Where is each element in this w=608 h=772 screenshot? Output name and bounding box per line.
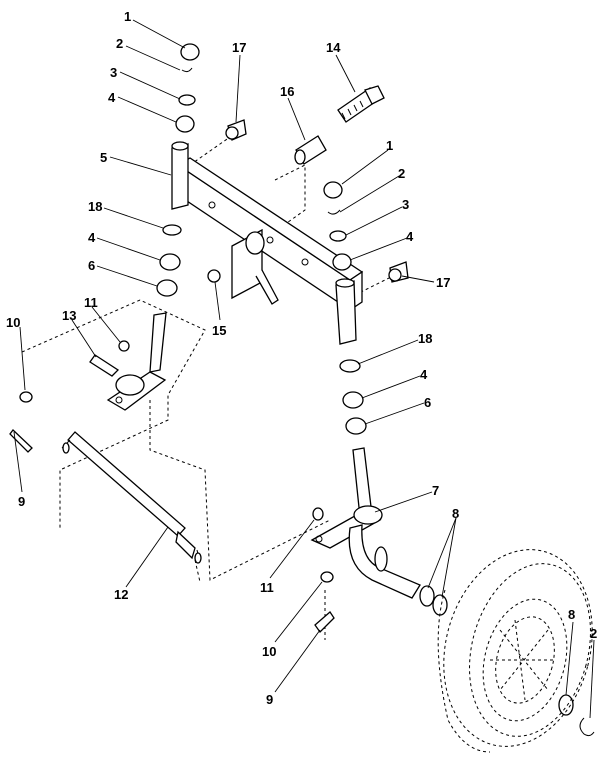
callout-6-right: 6 [424,395,431,410]
callout-8-upper: 8 [452,506,459,521]
callout-1-right: 1 [386,138,393,153]
callout-1-top-left: 1 [124,9,131,24]
callout-3-top-left: 3 [110,65,117,80]
callout-17-right: 17 [436,275,450,290]
callout-4-top-left: 4 [108,90,116,105]
callout-labels: 1 2 3 4 5 18 4 6 17 14 16 1 2 3 4 17 15 … [6,9,597,707]
right-spindle-stack [310,181,421,634]
callout-14: 14 [326,40,341,55]
callout-4-lower-right: 4 [420,367,428,382]
callout-18-left: 18 [88,199,102,214]
top-right-parts [207,85,409,283]
callout-15: 15 [212,323,226,338]
callout-4-left: 4 [88,230,96,245]
callout-18-right: 18 [418,331,432,346]
callout-8-wheel: 8 [568,607,575,622]
callout-7: 7 [432,483,439,498]
washers-8 [419,585,595,737]
callout-10-left: 10 [6,315,20,330]
callout-4-right: 4 [406,229,414,244]
callout-9-left: 9 [18,494,25,509]
callout-6-left: 6 [88,258,95,273]
callout-2-top-left: 2 [116,36,123,51]
callout-2-wheel: 2 [590,626,597,641]
callout-13: 13 [62,308,76,323]
left-washer-clip [9,391,33,453]
callout-11-left: 11 [84,295,98,310]
callout-12: 12 [114,587,128,602]
callout-17-top: 17 [232,40,246,55]
tie-rod [61,431,202,564]
callout-5: 5 [100,150,107,165]
left-spindle-stack [89,43,200,411]
callout-10-lower: 10 [262,644,276,659]
callout-16: 16 [280,84,294,99]
leader-lines [13,19,595,719]
wheel [437,549,593,753]
callout-2-right: 2 [398,166,405,181]
callout-3-right: 3 [402,197,409,212]
callout-11-lower: 11 [260,580,274,595]
callout-9-lower: 9 [266,692,273,707]
